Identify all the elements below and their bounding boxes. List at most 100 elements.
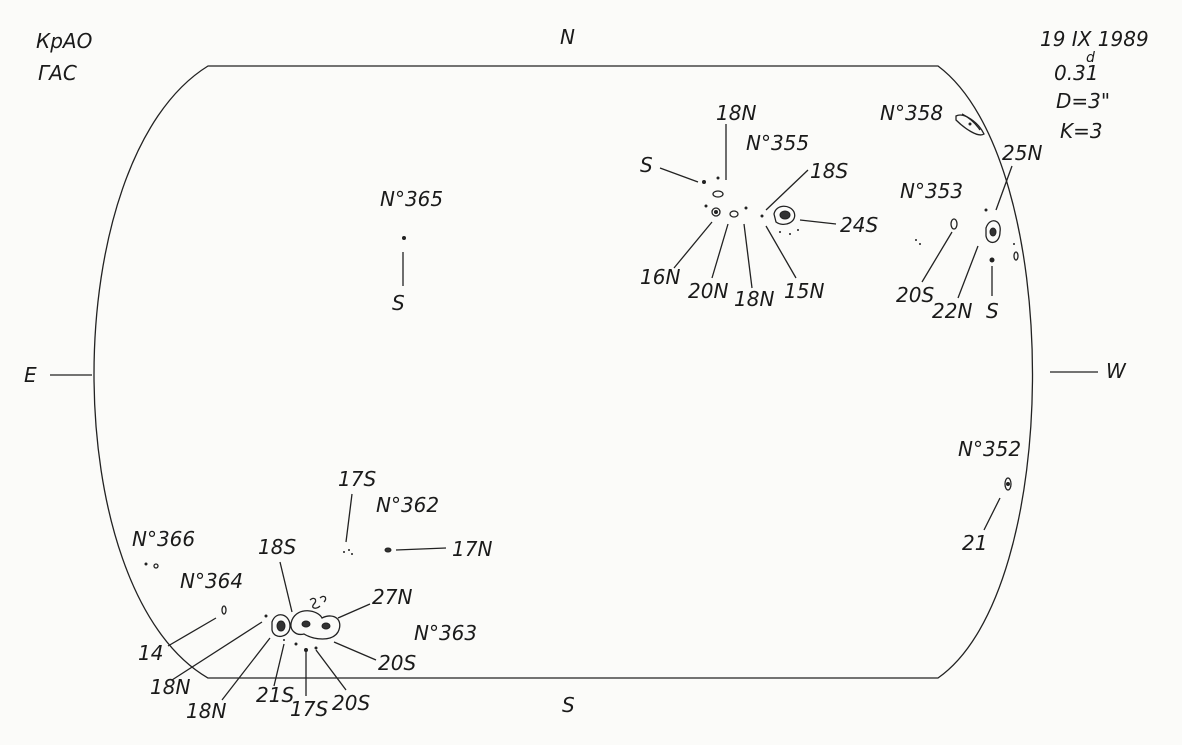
leader-line — [957, 245, 979, 299]
leader-line — [221, 637, 271, 701]
spot — [984, 208, 988, 212]
group-353-22n: 22N — [932, 299, 972, 323]
spot — [144, 562, 148, 566]
group-363-18n-b: 18N — [186, 699, 226, 723]
leader-line — [659, 167, 699, 183]
group-353-20s: 20S — [896, 283, 934, 307]
spot — [760, 214, 764, 218]
group-366: N°366 — [132, 527, 195, 569]
group-353-25n: 25N — [1002, 141, 1042, 165]
spot-penumbra — [290, 610, 341, 640]
spot — [961, 113, 981, 131]
spot — [319, 595, 327, 603]
group-358-label: N°358 — [880, 101, 943, 125]
spot — [989, 257, 995, 263]
group-362: 17S N°362 17N — [338, 467, 492, 561]
leader-line — [765, 225, 797, 279]
time-superscript: d — [1086, 50, 1095, 66]
group-362-label: N°362 — [376, 493, 439, 517]
spot — [343, 551, 345, 553]
group-362-17n: 17N — [452, 537, 492, 561]
spot — [716, 176, 720, 180]
group-358: N°358 — [880, 101, 985, 136]
spot — [153, 563, 159, 569]
leader-line — [921, 231, 953, 283]
group-353: 25N N°353 20S 22N S — [896, 141, 1042, 323]
group-363-20s-b: 20S — [332, 691, 370, 715]
group-353-s: S — [986, 299, 999, 323]
group-355-18n-top: 18N — [716, 101, 756, 125]
group-355-label: N°355 — [746, 131, 809, 155]
leader-line — [167, 617, 217, 647]
group-363-17s: 17S — [290, 697, 328, 721]
spot — [744, 206, 748, 210]
group-364: N°364 14 — [138, 569, 243, 665]
observatory-label: КрАО — [36, 29, 92, 53]
solar-disk-outline — [93, 65, 1034, 679]
group-363-18n-a: 18N — [150, 675, 190, 699]
spot-umbra — [779, 210, 791, 220]
spot — [1013, 243, 1015, 245]
group-355-18n-bot: 18N — [734, 287, 774, 311]
time-label: 0.31 — [1054, 61, 1099, 85]
spot — [950, 218, 958, 230]
leader-line — [711, 223, 729, 279]
group-363-label: N°363 — [414, 621, 477, 645]
spot — [714, 210, 718, 214]
spot — [702, 180, 706, 184]
spot-penumbra — [985, 220, 1001, 243]
spot-penumbra — [271, 614, 291, 637]
group-363-18s: 18S — [258, 535, 296, 559]
leader-line — [171, 621, 263, 681]
group-362-17s: 17S — [338, 467, 376, 491]
north-label: N — [560, 25, 575, 49]
leader-line — [395, 547, 447, 551]
group-364-label: N°364 — [180, 569, 243, 593]
leader-line — [279, 561, 293, 613]
group-355: 18N N°355 S 18S 24S 16N 20N 18N 15N — [640, 101, 878, 311]
spot-umbra — [321, 622, 331, 630]
leader-line — [765, 169, 809, 211]
spot — [1004, 477, 1012, 491]
spot — [1006, 482, 1010, 486]
spot — [712, 190, 724, 198]
spot — [729, 210, 739, 218]
spot-umbra — [989, 227, 997, 237]
instrument-label: ГАС — [38, 61, 77, 85]
spot — [314, 646, 318, 650]
spot — [711, 207, 721, 217]
leader-line — [983, 497, 1001, 531]
spot — [283, 639, 285, 641]
group-365-label: N°365 — [380, 187, 443, 211]
spot — [919, 243, 921, 245]
spot — [968, 122, 972, 126]
diameter-label: D=3" — [1056, 89, 1110, 113]
spot — [779, 231, 781, 233]
east-label: E — [24, 363, 37, 387]
group-352-label: N°352 — [958, 437, 1021, 461]
spot — [264, 614, 268, 618]
spot — [351, 553, 353, 555]
spot — [797, 229, 799, 231]
spot — [348, 549, 350, 551]
group-366-label: N°366 — [132, 527, 195, 551]
group-352-21: 21 — [962, 531, 987, 555]
leader-line — [333, 641, 377, 661]
group-355-24s: 24S — [840, 213, 878, 237]
spot-penumbra — [773, 205, 796, 226]
spot — [304, 648, 308, 652]
group-355-18s: 18S — [810, 159, 848, 183]
south-label: S — [562, 693, 575, 717]
group-355-16n: 16N — [640, 265, 680, 289]
spot — [221, 605, 227, 615]
leader-line — [273, 643, 285, 687]
spot — [704, 204, 708, 208]
spot — [1013, 251, 1019, 261]
spot-umbra — [301, 620, 311, 628]
leader-line — [799, 219, 837, 225]
leader-line — [337, 603, 371, 619]
spot — [309, 597, 321, 609]
group-363-27n: 27N — [372, 585, 412, 609]
polarity-label: S — [392, 291, 405, 315]
